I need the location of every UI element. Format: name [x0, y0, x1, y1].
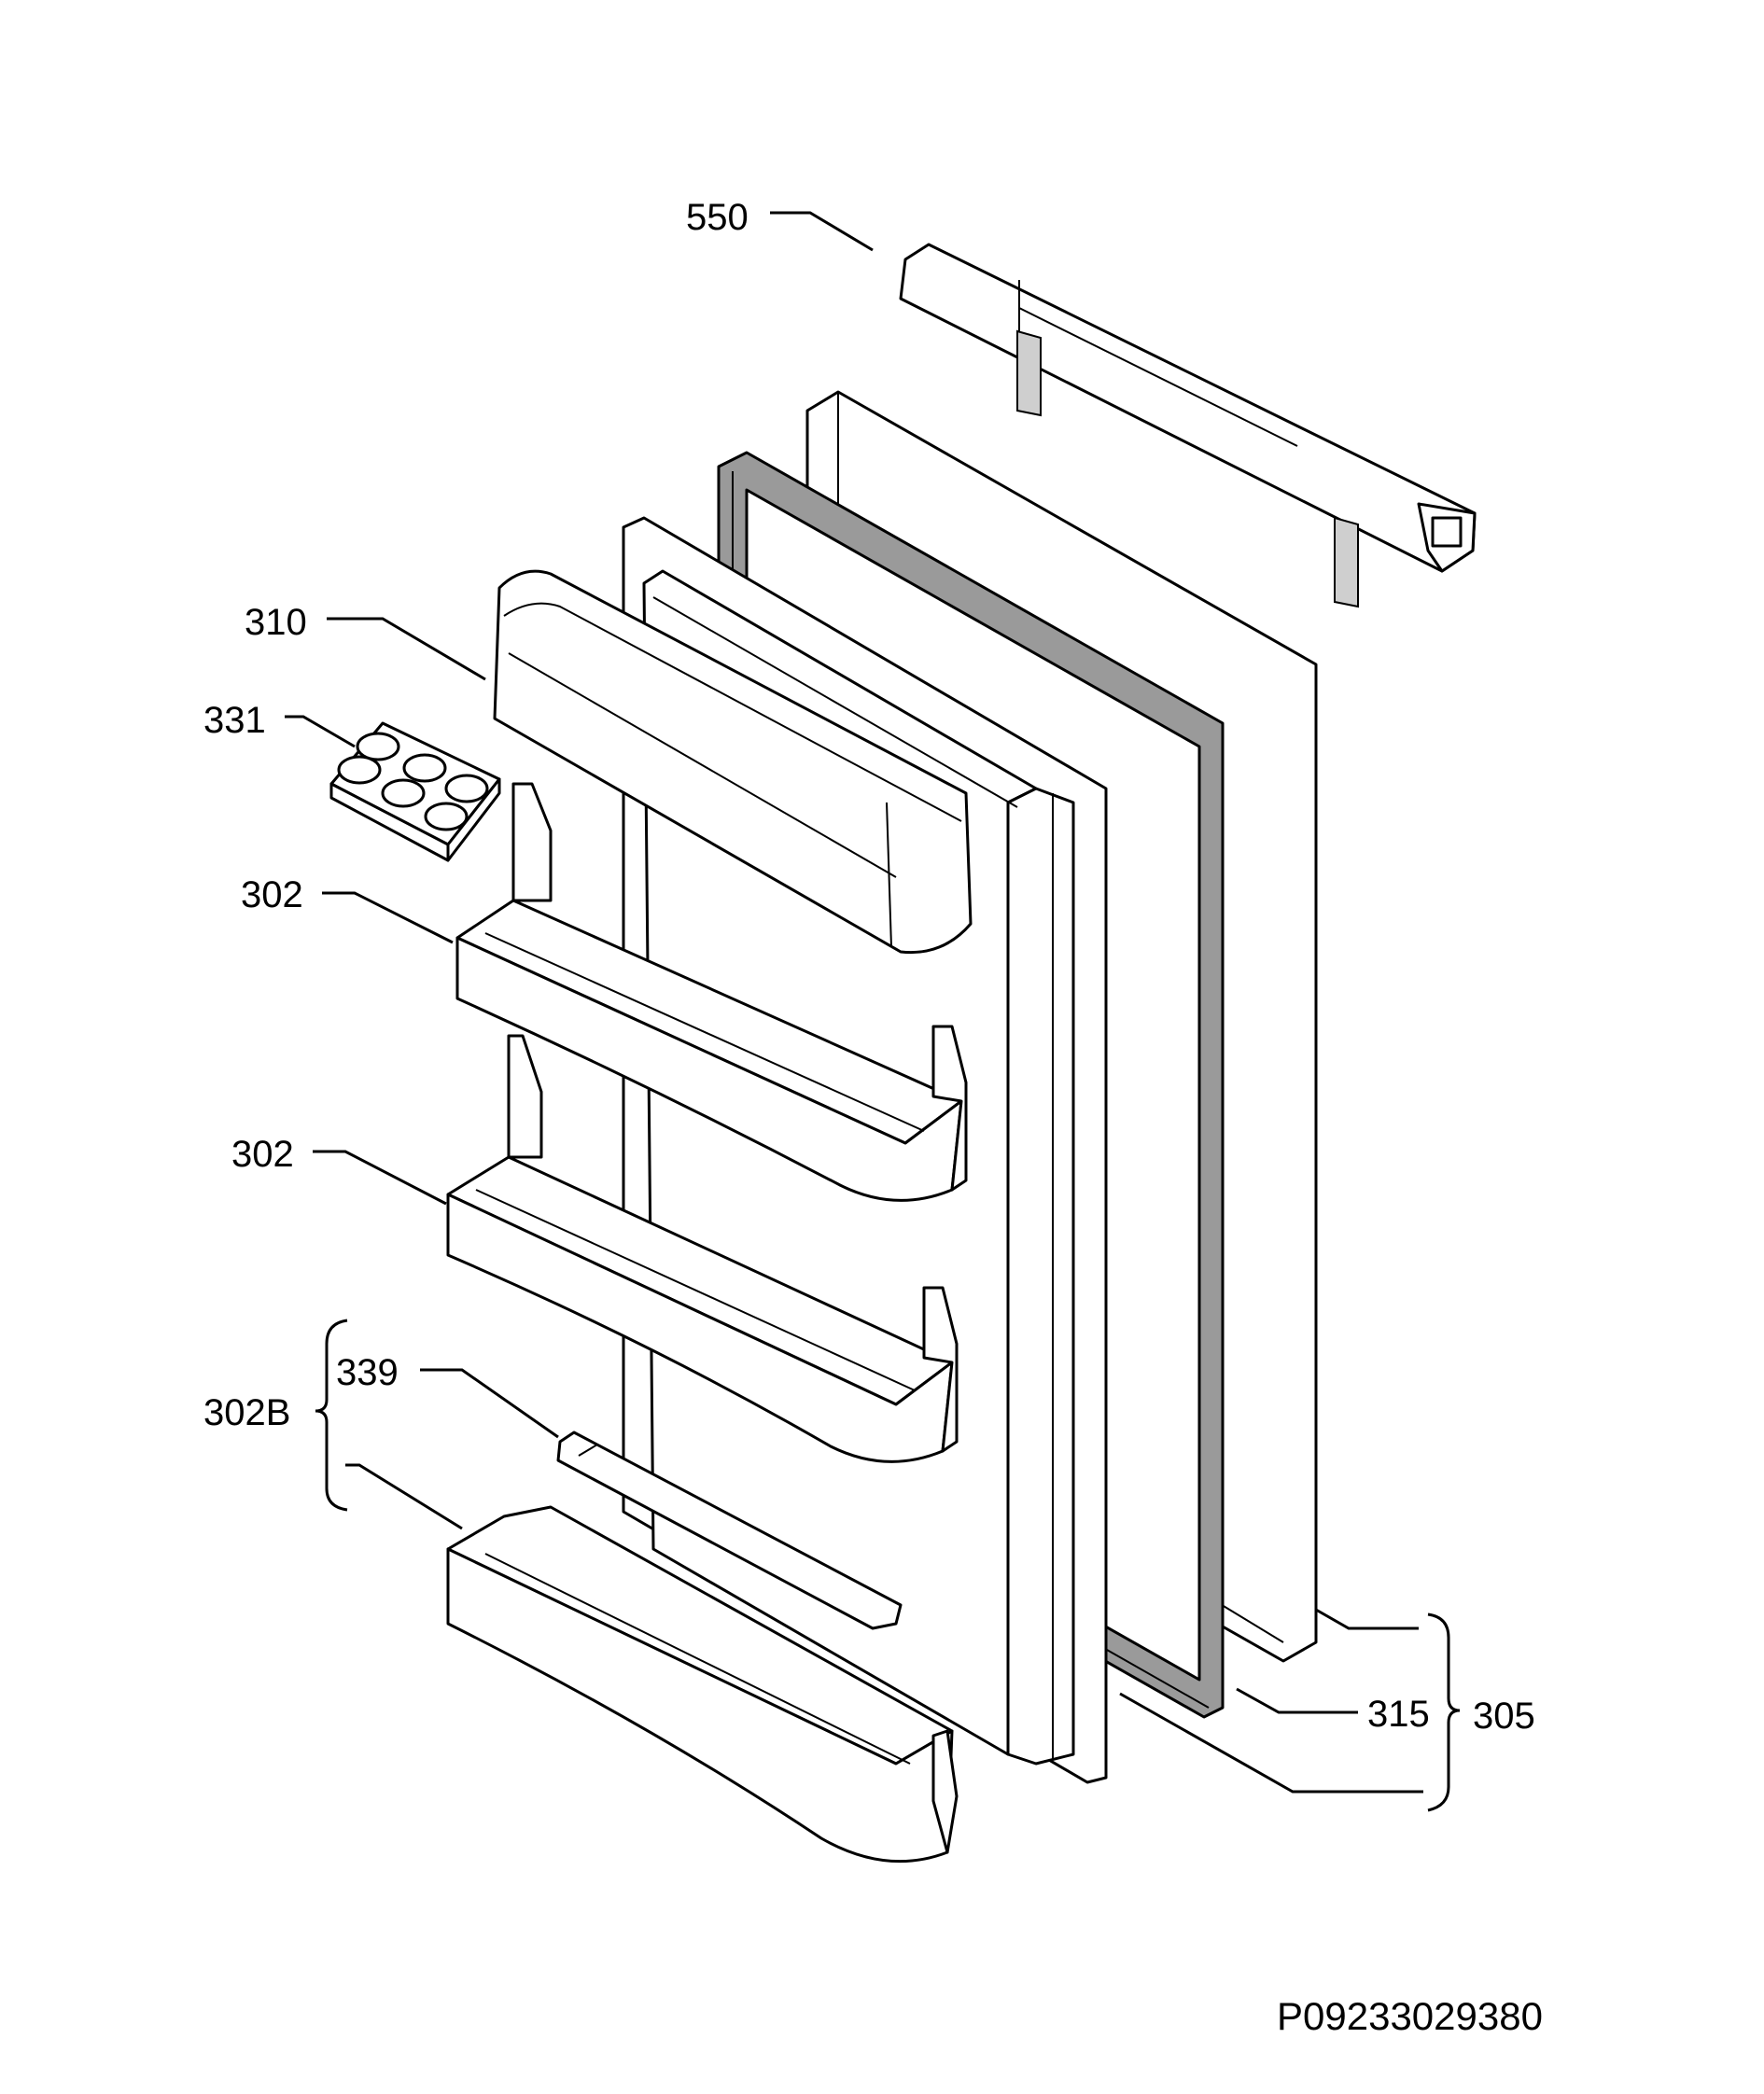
- label-315: 315: [1367, 1694, 1430, 1735]
- label-302b: 302B: [203, 1392, 290, 1433]
- label-310: 310: [245, 602, 307, 643]
- leader-302-middle: [313, 1150, 447, 1206]
- leader-305-top: [1315, 1608, 1419, 1630]
- drawing-reference-number: P09233029380: [1277, 1994, 1543, 2038]
- label-331: 331: [203, 700, 266, 741]
- label-339: 339: [336, 1352, 399, 1393]
- leader-331: [285, 715, 356, 748]
- label-305: 305: [1473, 1696, 1535, 1737]
- leader-315: [1236, 1687, 1358, 1714]
- leader-lines: [285, 211, 1423, 1794]
- leader-302b: [345, 1463, 463, 1530]
- brace-305: [1427, 1612, 1461, 1812]
- label-550: 550: [686, 197, 749, 238]
- door-shelf-upper-part: [455, 782, 968, 1202]
- brace-302b: [315, 1319, 348, 1512]
- leader-302-upper: [322, 891, 454, 944]
- door-shelf-middle-part: [446, 1034, 959, 1463]
- leader-339: [420, 1368, 559, 1439]
- dairy-cover-part: [493, 569, 973, 955]
- label-302-middle: 302: [231, 1134, 294, 1175]
- bottle-retainer-part: [556, 1431, 903, 1630]
- hinge-bar-part: [899, 243, 1477, 608]
- leader-550: [770, 211, 874, 252]
- leader-305-bottom: [1119, 1692, 1423, 1794]
- leader-310: [327, 617, 486, 681]
- label-302-upper: 302: [241, 874, 303, 915]
- egg-tray-part: [329, 721, 501, 862]
- bottle-shelf-part: [446, 1505, 959, 1864]
